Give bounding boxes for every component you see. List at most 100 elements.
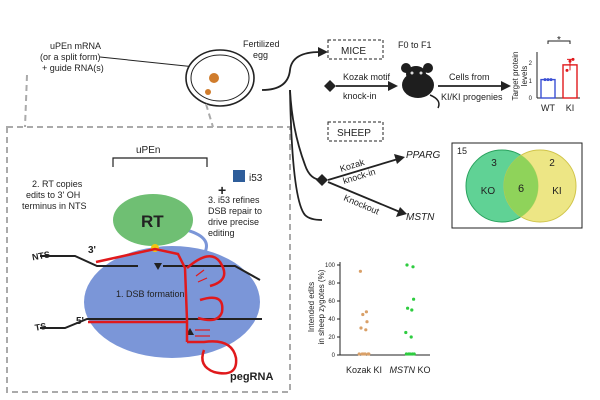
i53-box [233,170,245,182]
pparg-arrow-line [327,158,399,181]
bar-ytick-1: 1 [529,79,533,85]
f0-to-f1-label: F0 to F1 [398,40,432,50]
upen-mrna-label-2: (or a split form) [40,52,101,62]
pointer-line [99,56,206,69]
upen-label: uPEn [136,145,160,156]
reverse-transcriptase [113,194,193,246]
significance-star: * [557,35,561,46]
sheep-title-box [327,121,384,142]
step2-line2: edits to 3' OH [26,190,80,200]
fertilized-egg-inner [190,54,250,102]
arrow-to-mice [318,47,328,57]
venn-ko-label: KO [481,186,496,197]
bar-point [546,78,550,82]
bar-point [571,57,575,61]
venn-both: 6 [518,183,524,195]
mstn-arrow-head [396,207,407,217]
pegrna-structure [88,247,238,375]
bar-point [549,78,553,82]
fertilized-egg-panel: uPEn mRNA (or a split form) + guide RNA(… [40,39,280,107]
scatter-point [367,352,371,356]
bar-point [543,78,547,82]
nick-marker-nts [154,263,162,270]
scatter-point [365,320,369,324]
scatter-ylabel-2: in sheep zygotes (%) [317,269,326,344]
venn-total: 15 [457,146,467,156]
significance-bracket [547,40,571,44]
sheep-title: SHEEP [337,128,371,139]
scatter-point [359,326,363,330]
cells-arrow-head [501,81,511,91]
ts-label: TS [34,321,47,333]
scatter-point [364,328,368,332]
step3-line4: editing [208,228,235,238]
bar-ylabel-2: levels [520,66,529,86]
scatter-point [364,310,368,314]
scatter-xlabel-mstn-ko: MSTN KO [389,365,430,375]
scatter-point [404,352,408,356]
protein-bar-chart: Target protein levels 0 1 2 * WT KI [511,35,580,113]
upen-mechanism-panel: uPEn + i53 2. RT copies edits to 3' OH t… [22,145,273,383]
ts-strand [40,318,262,329]
bar-ytick-2: 2 [529,61,533,67]
nts-label: NTS [31,249,50,262]
venn-overlap [503,155,539,217]
bar-category-ki: KI [566,103,575,113]
scatter-point [408,352,412,356]
bar-ytick-0: 0 [529,96,533,102]
step2-line3: terminus in NTS [22,201,87,211]
zoom-callout-frame [6,74,291,393]
step3-line1: 3. i53 refines [208,195,260,205]
scatter-tick-label: 0 [332,353,336,359]
bar-marks [540,57,578,99]
upen-bracket [112,157,208,167]
pparg-gene-label: PPARG [406,150,440,161]
pronucleus-2 [205,89,211,95]
bar-point [565,68,569,72]
scatter-point [411,265,415,269]
mstn-arrow-line [327,181,401,213]
pegrna-label: pegRNA [230,371,273,383]
bar-wt [540,78,556,99]
scatter-point [357,352,361,356]
scatter-point [404,330,408,335]
venn-diagram: 15 3 6 2 KO KI [451,142,583,229]
pronucleus-1 [209,73,219,83]
pparg-arrow-head [394,154,405,164]
bar-ylabel-1: Target protein [511,52,520,101]
scatter-tick-label: 80 [328,281,335,287]
scatter-ylabel-1: Intended edits [307,282,316,332]
scatter-point [361,312,365,317]
step3-line2: DSB repair to [208,206,262,216]
step3-line3: drive precise [208,217,259,227]
scatter-point [410,352,414,356]
nts-strand-right [163,265,261,281]
mice-kozak-label: Kozak motif [343,72,391,82]
scatter-point [406,306,410,310]
scatter-tick-label: 100 [325,263,336,269]
scatter-point [358,269,362,273]
scatter-point [409,335,413,339]
scatter-point [360,352,364,356]
mice-title-box [327,39,384,60]
scatter-points [357,263,416,356]
scatter-tick-label: 60 [328,299,335,305]
mstn-gene-label: MSTN [406,212,435,223]
scatter-point [412,297,416,301]
fertilized-label: Fertilized [243,39,280,49]
scatter-xlabel-kozak: Kozak KI [346,365,382,375]
five-prime-label: 5' [76,316,84,327]
mice-branch-marker [324,80,336,92]
scatter-point [405,263,409,267]
cas9-nickase-body [84,246,260,358]
sheep-branch-marker [316,174,328,186]
scatter-tick-label: 40 [328,317,335,323]
mouse-icon [401,63,440,109]
sheep-branch: SHEEP Kozak knock-in PPARG Knockout MSTN [316,121,440,223]
cells-from-label: Cells from [449,72,490,82]
venn-ki-label: KI [552,186,561,197]
rt-label: RT [141,212,164,231]
mice-arrow-head [388,81,398,91]
